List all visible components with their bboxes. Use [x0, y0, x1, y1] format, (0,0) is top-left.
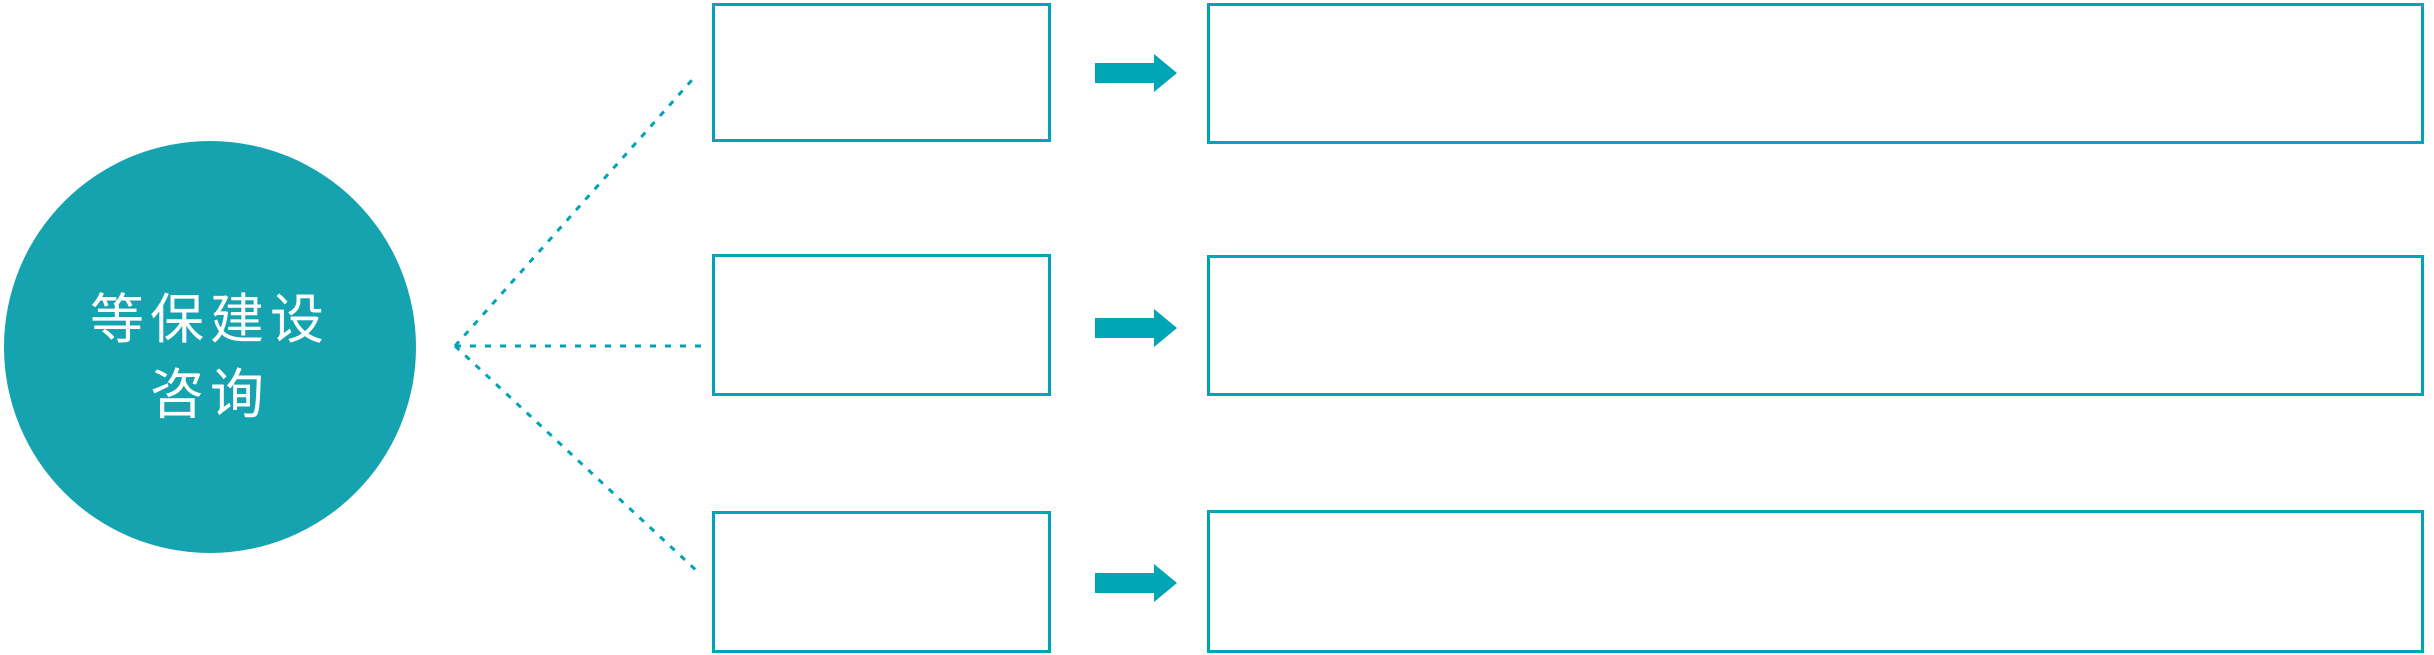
category-box-1	[712, 3, 1051, 142]
detail-box-2	[1207, 255, 2424, 396]
category-box-3	[712, 511, 1051, 653]
hub-circle: 等保建设 咨询	[4, 141, 416, 553]
detail-box-3	[1207, 510, 2424, 653]
hub-label-line1: 等保建设	[90, 290, 330, 350]
detail-box-3-label	[1210, 513, 2421, 650]
category-box-3-label	[715, 514, 1048, 650]
category-box-1-label	[715, 6, 1048, 139]
detail-box-1-label	[1210, 6, 2421, 141]
right-arrow-icon	[1095, 54, 1177, 92]
right-arrow-icon	[1095, 309, 1177, 347]
connector-line-bottom	[453, 344, 700, 574]
hub-label-line2: 咨询	[150, 365, 270, 425]
category-box-2-label	[715, 257, 1048, 393]
category-box-2	[712, 254, 1051, 396]
connector-line-top	[453, 79, 694, 347]
detail-box-2-label	[1210, 258, 2421, 393]
detail-box-1	[1207, 3, 2424, 144]
right-arrow-icon	[1095, 564, 1177, 602]
